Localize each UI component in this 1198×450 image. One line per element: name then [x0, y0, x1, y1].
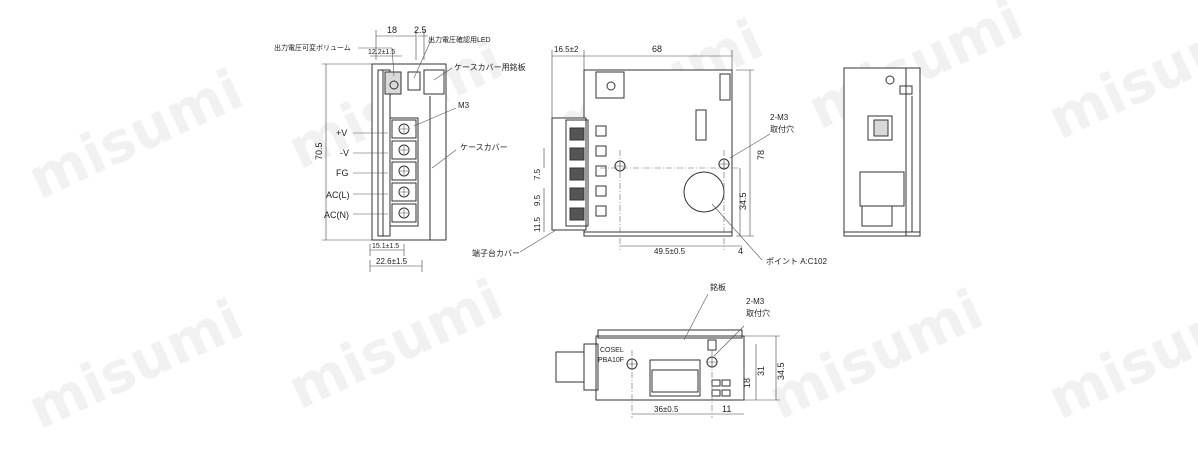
dim-11-5: 11.5 [533, 216, 542, 232]
side-view [519, 50, 771, 261]
brand-label: COSEL [600, 347, 624, 354]
watermark: misumi [1038, 277, 1198, 432]
terminal-label: FG [336, 168, 349, 178]
dim-31: 31 [756, 366, 766, 376]
dim-68: 68 [652, 44, 662, 54]
label-m3: M3 [458, 101, 470, 110]
dim-2-5: 2.5 [414, 25, 427, 35]
dim-49-5: 49.5±0.5 [654, 247, 686, 256]
label-point: ポイント A:C102 [766, 257, 827, 266]
terminal-label: AC(N) [324, 210, 349, 220]
label-case-cover: ケースカバー [460, 143, 508, 152]
dim-12-2: 12.2±1.5 [368, 49, 395, 56]
label-nameplate-case: ケースカバー用銘板 [454, 62, 526, 72]
side-view-labels: 16.5±2 68 78 2-M3 取付穴 34.5 49.5±0.5 4 ポイ… [472, 44, 827, 266]
bottom-view [555, 293, 780, 418]
dim-18: 18 [387, 25, 397, 35]
dim-70-5: 70.5 [314, 142, 324, 160]
dim-22-6: 22.6±1.5 [376, 257, 408, 266]
front-view-labels: 18 2.5 出力電圧確認用LED 出力電圧可変ボリューム 12.2±1.5 ケ… [274, 25, 526, 266]
label-terminal-cover: 端子台カバー [472, 248, 520, 258]
right-view [843, 67, 921, 237]
terminal-label: -V [340, 148, 349, 158]
label-2m3-a: 2-M3 [770, 113, 789, 122]
front-view [322, 30, 457, 272]
terminal-block [389, 117, 419, 227]
watermark: misumi [1038, 0, 1198, 153]
terminal-label: AC(L) [326, 190, 350, 200]
dim-7-5: 7.5 [533, 168, 542, 180]
model-label: PBA10F [598, 357, 624, 364]
label-tap-b: 取付穴 [746, 308, 770, 318]
terminal-label: +V [336, 128, 347, 138]
dim-9-5: 9.5 [533, 194, 542, 206]
dim-36: 36±0.5 [654, 405, 679, 414]
label-led: 出力電圧確認用LED [428, 35, 491, 44]
dim-11: 11 [722, 404, 731, 414]
watermark: misumi [758, 277, 992, 432]
label-2m3-b: 2-M3 [746, 297, 765, 306]
dim-15-1: 15.1±1.5 [372, 243, 399, 250]
dim-34-5a: 34.5 [738, 192, 748, 210]
label-tap-a: 取付穴 [770, 124, 794, 134]
label-nameplate: 銘板 [710, 282, 726, 292]
watermark: misumi [278, 267, 512, 422]
dim-18b: 18 [742, 378, 752, 388]
dim-16-5: 16.5±2 [554, 45, 579, 54]
watermark: misumi [18, 57, 252, 212]
bottom-view-labels: 銘板 2-M3 取付穴 COSEL PBA10F 36±0.5 11 18 31… [598, 282, 786, 414]
dim-34-5b: 34.5 [776, 362, 786, 380]
dim-78: 78 [756, 150, 766, 160]
dim-4: 4 [738, 246, 743, 256]
watermark: misumi [18, 287, 252, 442]
label-vr: 出力電圧可変ボリューム [274, 43, 351, 52]
